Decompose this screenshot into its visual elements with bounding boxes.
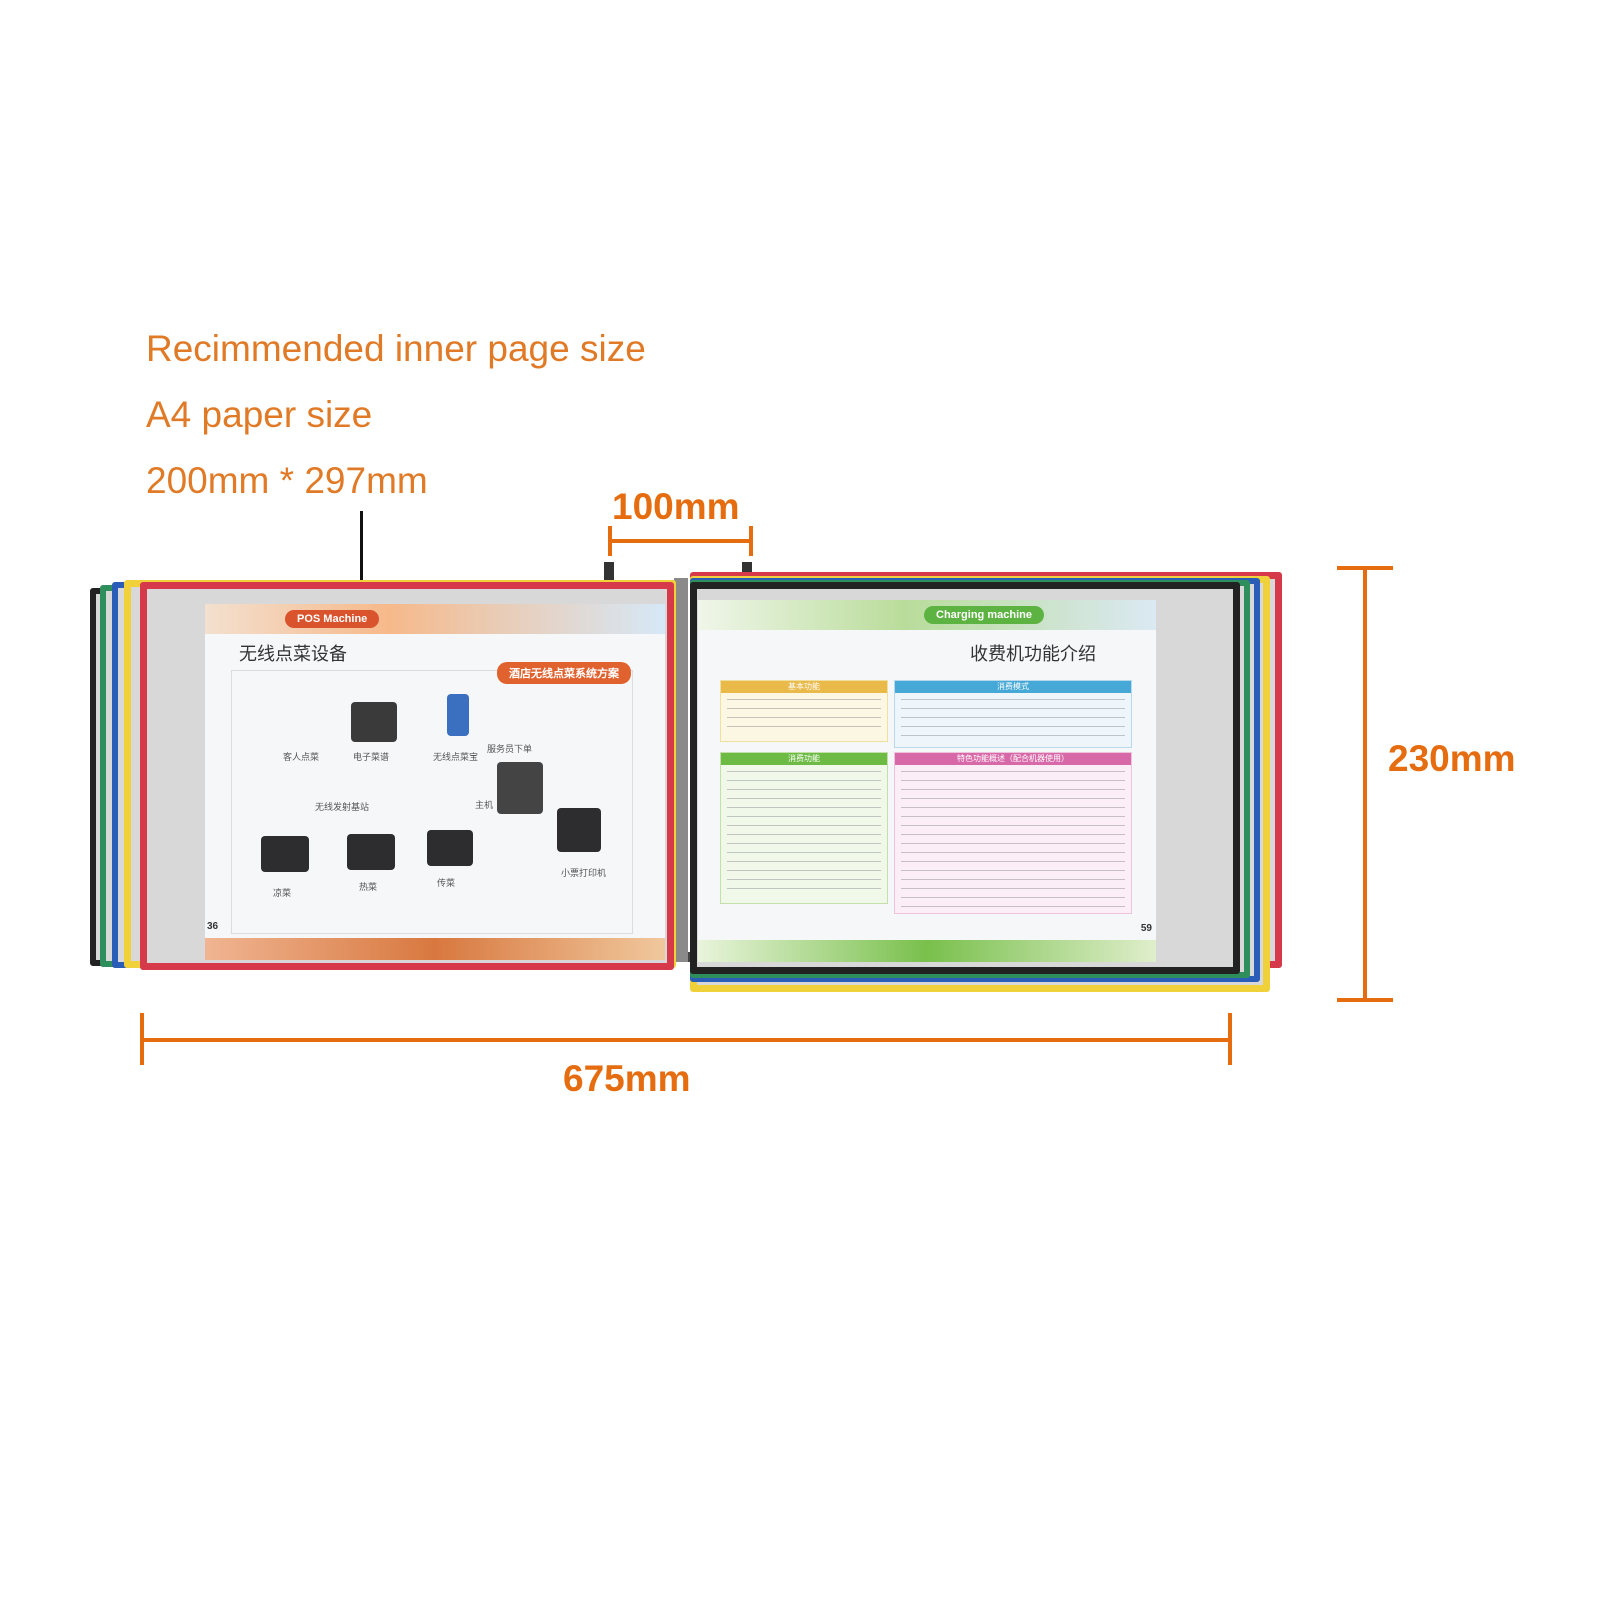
printer-3-image (427, 830, 473, 866)
left-sheet: POS Machine 无线点菜设备 酒店无线点菜系统方案 客人点菜 电子菜谱 … (205, 604, 665, 960)
right-section-mode-text (901, 699, 1125, 741)
right-sheet-footer (698, 940, 1156, 962)
dimension-right-tick-top (1337, 566, 1393, 570)
caption-base-station: 无线发射基站 (315, 803, 370, 813)
right-sheet-page-number: 59 (1140, 923, 1152, 934)
right-section-function-title: 消费功能 (721, 753, 887, 765)
left-sheet-page-number: 36 (207, 921, 219, 932)
left-sheet-header (205, 604, 665, 634)
pos-host-image (497, 762, 543, 814)
dimension-top-line (610, 539, 752, 543)
caption-waiter: 服务员下单 (487, 745, 533, 755)
left-sheet-subtitle-badge: 酒店无线点菜系统方案 (497, 662, 631, 684)
caption-hot-dish: 热菜 (359, 883, 378, 893)
dimension-right-tick-bottom (1337, 998, 1393, 1002)
left-sheet-badge: POS Machine (285, 610, 380, 628)
right-section-function-text (727, 771, 881, 897)
dimension-top-label: 100mm (612, 486, 740, 527)
right-sheet: Charging machine 收费机功能介绍 基本功能 消费模式 消费功能 … (698, 600, 1156, 962)
right-section-basic-title: 基本功能 (721, 681, 887, 693)
right-section-features-title: 特色功能概述（配合机器使用） (895, 753, 1131, 765)
dimension-bottom-label: 675mm (563, 1058, 691, 1099)
dimension-bottom-tick-right (1228, 1013, 1232, 1065)
right-section-function: 消费功能 (720, 752, 888, 904)
caption-cold-dish: 凉菜 (273, 889, 292, 899)
right-section-features-text (901, 771, 1125, 907)
printer-2-image (347, 834, 395, 870)
right-section-basic: 基本功能 (720, 680, 888, 742)
hinge-post (674, 578, 688, 962)
dimension-bottom-line (142, 1038, 1230, 1042)
caption-e-menu: 电子菜谱 (353, 753, 390, 763)
dimension-top-tick-left (608, 526, 612, 556)
right-sheet-badge: Charging machine (924, 606, 1044, 624)
note-paper-size: A4 paper size (146, 394, 373, 435)
caption-guest-order: 客人点菜 (283, 753, 320, 763)
receipt-printer-image (557, 808, 601, 852)
right-section-basic-text (727, 699, 881, 735)
note-inner-page-size: Recimmended inner page size (146, 328, 646, 369)
tablet-image (351, 702, 397, 742)
caption-handheld: 无线点菜宝 (433, 753, 479, 763)
dimension-right-label: 230mm (1388, 738, 1516, 779)
bracket-top-left (604, 562, 614, 586)
left-sheet-diagram-box (231, 670, 633, 934)
dimension-top-tick-right (749, 526, 753, 556)
right-section-mode: 消费模式 (894, 680, 1132, 748)
caption-receipt-printer: 小票打印机 (561, 869, 607, 879)
left-sheet-title: 无线点菜设备 (239, 644, 347, 665)
note-page-dimensions: 200mm * 297mm (146, 460, 428, 501)
dimension-right-line (1363, 568, 1367, 1000)
caption-host: 主机 (475, 801, 494, 811)
right-sheet-title: 收费机功能介绍 (970, 644, 1096, 665)
left-sheet-footer (205, 938, 665, 960)
right-section-mode-title: 消费模式 (895, 681, 1131, 693)
pointer-line (360, 511, 363, 615)
dimension-bottom-tick-left (140, 1013, 144, 1065)
right-section-features: 特色功能概述（配合机器使用） (894, 752, 1132, 914)
printer-1-image (261, 836, 309, 872)
handheld-image (447, 694, 469, 736)
caption-serve-dish: 传菜 (437, 879, 456, 889)
